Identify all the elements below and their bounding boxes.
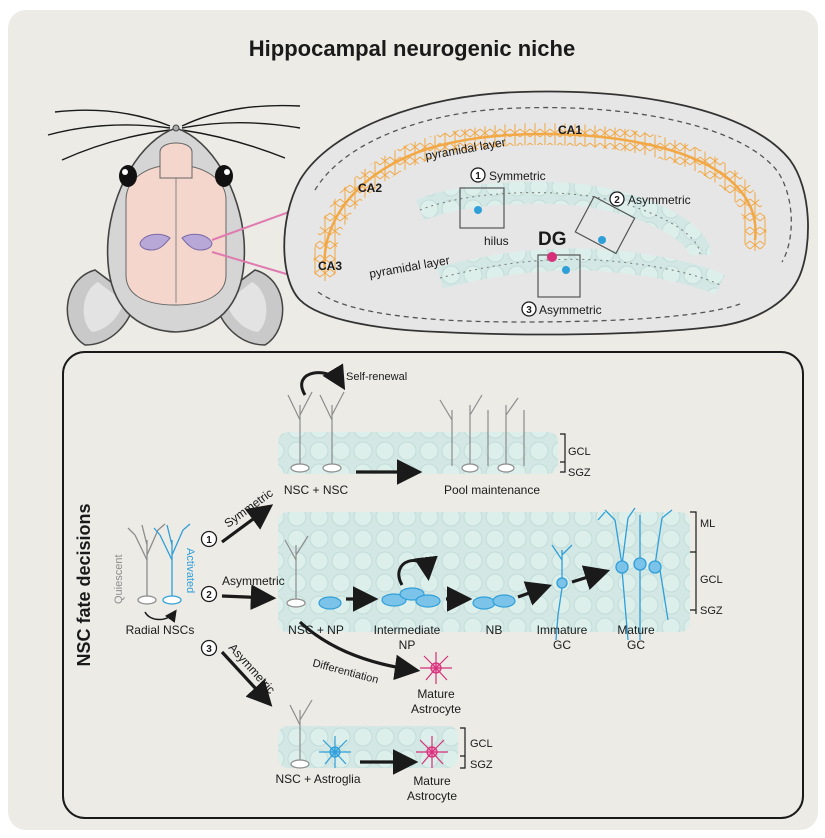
zoom-line-top (211, 207, 301, 241)
quiescent-label: Quiescent (113, 554, 125, 604)
nb-label: NB (486, 623, 503, 637)
path-3-number: 3 (206, 644, 212, 655)
dg-label: DG (538, 229, 567, 250)
division-3-label: Asymmetric (539, 303, 602, 317)
division-3-number: 3 (526, 305, 532, 316)
fate-panel-frame (62, 351, 804, 819)
division-2-number: 2 (614, 195, 620, 206)
differentiation-arrow (298, 620, 421, 681)
tissue-strip-middle (278, 512, 690, 632)
path-3-marker: 3 (200, 639, 218, 657)
mature-astrocyte-middle-label-1: Mature (417, 687, 455, 701)
mature-astrocyte-middle-label-2: Astrocyte (411, 702, 461, 716)
nsc-pair-top (287, 391, 345, 473)
path-1-marker: 1 (200, 530, 218, 548)
self-renewal-arrow (300, 363, 346, 396)
gcl-bottom-label: GCL (470, 738, 493, 750)
immature-to-mature-arrow (571, 565, 611, 590)
np-label: NP (399, 638, 416, 652)
asymmetric-branch-arrow (221, 584, 277, 610)
immature-label: Immature (537, 623, 588, 637)
sgz-middle-label: SGZ (700, 605, 723, 617)
layer-brackets (460, 433, 697, 769)
pool-maintenance-label: Pool maintenance (444, 483, 540, 497)
gcl-top-label: GCL (568, 446, 591, 458)
division-1-number: 1 (475, 171, 481, 182)
asymmetric-arrow-label: Asymmetric (222, 574, 285, 588)
mature-astrocyte-middle-cell (420, 652, 452, 684)
radial-nscs-label: Radial NSCs (126, 623, 195, 637)
nsc-np-label: NSC + NP (288, 623, 344, 637)
mature-gc-label: GC (627, 638, 645, 652)
division-3-marker: 3 Asymmetric (521, 301, 602, 317)
tissue-strip-top (278, 432, 558, 474)
symmetric-branch-arrow (221, 504, 274, 544)
mature-astrocyte-bottom-label-1: Mature (413, 774, 451, 788)
radial-nsc-quiescent-cell (127, 523, 166, 605)
gcl-middle-label: GCL (700, 574, 723, 586)
mouse-head-illustration (47, 104, 301, 346)
ca3-label: CA3 (318, 259, 342, 273)
pool-maintenance-cells (439, 394, 525, 473)
fate-panel-title: NSC fate decisions (74, 503, 94, 666)
ca1-label: CA1 (558, 123, 582, 137)
hippocampus-section (283, 90, 809, 336)
immature-gc-label: GC (553, 638, 571, 652)
self-renewal-label: Self-renewal (346, 371, 407, 383)
mature-gc-top-label: Mature (617, 623, 655, 637)
zoom-line-bottom (211, 251, 301, 279)
nsc-np-cells (284, 535, 342, 610)
sgz-top-label: SGZ (568, 467, 591, 479)
hilus-label: hilus (484, 234, 509, 248)
np-proliferation-arrow (397, 555, 438, 586)
immature-gc-cell (551, 544, 573, 641)
figure-title: Hippocampal neurogenic niche (249, 36, 575, 61)
quiescent-activated-cycle-arrow (144, 609, 177, 623)
division-2-marker: 2 Asymmetric (609, 191, 691, 207)
radial-nsc-activated-cell (153, 523, 191, 605)
path-2-number: 2 (206, 590, 212, 601)
nsc-astroglia-label: NSC + Astroglia (275, 772, 360, 786)
ca2-label: CA2 (358, 181, 382, 195)
mature-gc-cells (597, 507, 673, 641)
ml-label: ML (700, 518, 715, 530)
sgz-bottom-label: SGZ (470, 759, 493, 771)
neuroblast-cells (472, 594, 516, 610)
intermediate-np-cells (381, 587, 441, 608)
division-2-label: Asymmetric (628, 193, 691, 207)
path-2-marker: 2 (200, 585, 218, 603)
nsc-nsc-label: NSC + NSC (284, 483, 349, 497)
activated-label: Activated (184, 548, 196, 593)
mature-astrocyte-bottom-label-2: Astrocyte (407, 789, 457, 803)
path-1-number: 1 (206, 535, 212, 546)
nb-to-immature-arrow (517, 581, 553, 606)
mature-astrocyte-bottom-cell (416, 736, 448, 768)
asymmetric-astroglia-arrow (220, 650, 273, 707)
division-1-marker: 1 Symmetric (470, 167, 546, 183)
intermediate-label: Intermediate (374, 623, 441, 637)
nsc-astroglia-cells (289, 699, 351, 769)
division-1-label: Symmetric (489, 169, 546, 183)
